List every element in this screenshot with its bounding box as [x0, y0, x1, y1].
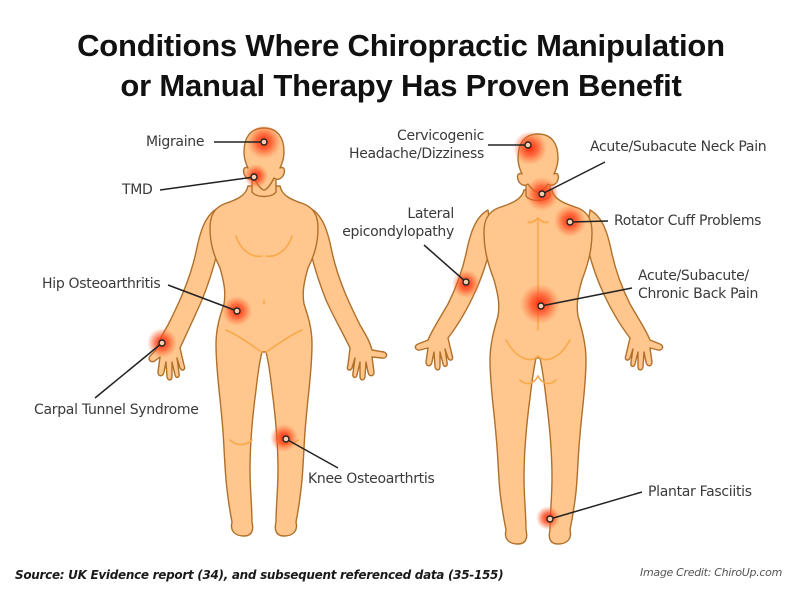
leader-endpoints [158, 138, 574, 523]
source-citation: Source: UK Evidence report (34), and sub… [15, 568, 504, 582]
back-right-arm [585, 209, 664, 371]
label-carpal-tunnel: Carpal Tunnel Syndrome [34, 402, 199, 418]
title-line-2: or Manual Therapy Has Proven Benefit [120, 68, 682, 103]
label-migraine: Migraine [146, 134, 205, 150]
front-torso [209, 185, 319, 537]
label-lateral-line2: epicondylopathy [342, 224, 454, 240]
title-line-1: Conditions Where Chiropractic Manipulati… [77, 28, 725, 63]
label-neck-pain: Acute/Subacute Neck Pain [590, 139, 767, 155]
label-knee-osteoarthritis: Knee Osteoarthrtis [308, 471, 435, 487]
label-lateral-epicondylopathy: Lateral epicondylopathy [342, 205, 454, 241]
label-cervicogenic: Cervicogenic Headache/Dizziness [349, 127, 484, 163]
label-cervicogenic-line2: Headache/Dizziness [348, 146, 484, 162]
label-back-pain-line1: Acute/Subacute/ [638, 268, 749, 284]
leader-lines [94, 141, 643, 520]
label-plantar-fasciitis: Plantar Fasciitis [648, 484, 752, 500]
label-rotator-cuff: Rotator Cuff Problems [614, 213, 762, 229]
back-body-figure [414, 133, 664, 545]
label-back-pain: Acute/Subacute/ Chronic Back Pain [638, 267, 758, 303]
image-credit: Image Credit: ChiroUp.com [640, 566, 782, 579]
back-left-arm [414, 209, 493, 371]
diagram-title: Conditions Where Chiropractic Manipulati… [0, 26, 802, 106]
label-back-pain-line2: Chronic Back Pain [638, 286, 759, 302]
label-cervicogenic-line1: Cervicogenic [397, 128, 484, 144]
front-right-arm [307, 207, 388, 381]
label-lateral-line1: Lateral [407, 206, 454, 222]
label-tmd: TMD [122, 182, 153, 198]
label-hip-osteoarthritis: Hip Osteoarthritis [42, 276, 161, 292]
